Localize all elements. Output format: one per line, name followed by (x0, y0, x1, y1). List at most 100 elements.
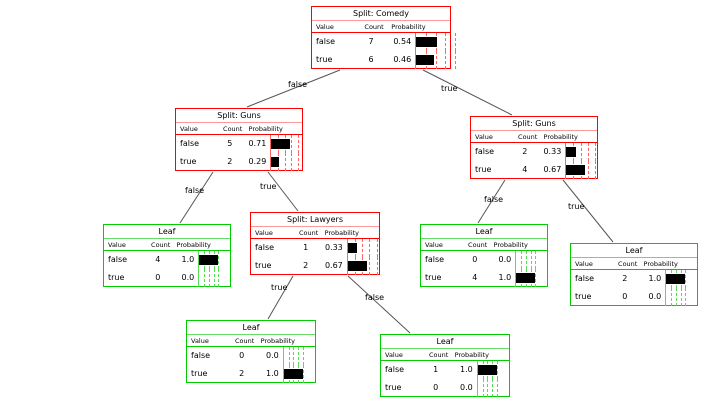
probability-bar-cell (415, 51, 456, 69)
probability-gridline (497, 361, 499, 379)
cell-value: true (475, 165, 492, 174)
probability-gridline (218, 251, 220, 269)
cell-probability-value: 0.0 (648, 292, 662, 301)
cell-value: true (575, 292, 592, 301)
probability-bar-fill (477, 365, 498, 375)
probability-gridline (298, 153, 300, 171)
probability-gridline (580, 143, 582, 161)
cell-probability-value: 1.0 (181, 255, 195, 264)
cell-count: 2 (622, 274, 628, 283)
cell-probability-value: 0.0 (460, 383, 473, 392)
cell-count: 1 (433, 365, 439, 374)
probability-bar-cell (198, 251, 230, 269)
probability-bar-cell (415, 33, 456, 51)
probability-gridline (303, 347, 305, 365)
probability-gridline (497, 379, 499, 397)
cell-count: 0 (472, 255, 478, 264)
cell-probability-value: 0.33 (324, 243, 343, 252)
probability-gridline (204, 269, 206, 287)
node-title: Leaf (104, 225, 230, 239)
probability-gridline (208, 269, 210, 287)
column-header-count: Count (151, 241, 171, 249)
cell-probability-value: 1.0 (266, 369, 279, 378)
probability-bar-cell (270, 135, 302, 153)
cell-probability-value: 0.54 (393, 37, 412, 46)
cell-count: 0 (433, 383, 439, 392)
probability-bar-cell (198, 269, 230, 287)
column-header-count: Count (223, 125, 243, 133)
probability-gridline (535, 251, 537, 269)
edge-label-e-root-left: false (288, 80, 308, 89)
column-header-count: Count (364, 23, 384, 31)
edge-label-e-gunsR-true: true (568, 202, 585, 211)
probability-bar-fill (566, 165, 586, 175)
column-header-count: Count (618, 260, 638, 268)
cell-value: false (385, 365, 405, 374)
edge-label-e-gunsR-false: false (484, 195, 504, 204)
probability-bar-fill (666, 274, 686, 284)
probability-gridline (218, 269, 220, 287)
column-header-probability: Probability (454, 351, 490, 359)
cell-value: true (180, 157, 197, 166)
column-header-probability: Probability (260, 337, 296, 345)
column-header-value: Value (255, 229, 273, 237)
probability-bar-fill (416, 55, 435, 65)
probability-bar-cell (476, 379, 509, 397)
probability-gridline (298, 135, 300, 153)
column-header-value: Value (575, 260, 593, 268)
probability-gridline (445, 33, 447, 51)
probability-gridline (671, 288, 673, 306)
probability-gridline (521, 251, 523, 269)
probability-bar-fill (199, 255, 219, 265)
cell-value: false (475, 147, 495, 156)
probability-bar-fill (347, 243, 358, 253)
probability-gridline (293, 347, 295, 365)
probability-gridline (530, 251, 532, 269)
cell-count: 4 (472, 273, 478, 282)
cell-value: true (425, 273, 442, 282)
probability-gridline (482, 379, 484, 397)
cell-probability-value: 1.0 (460, 365, 473, 374)
cell-probability-value: 0.33 (543, 147, 562, 156)
probability-bar-fill (271, 139, 291, 149)
probability-bar-fill (271, 157, 280, 167)
cell-value: false (316, 37, 336, 46)
probability-bar-cell (346, 257, 379, 275)
column-header-probability: Probability (248, 125, 283, 133)
cell-count: 0 (155, 273, 161, 282)
probability-gridline (369, 239, 371, 257)
column-header-probability: Probability (493, 241, 528, 249)
tree-edge-e-gunsL-true (267, 171, 299, 212)
probability-gridline (675, 288, 677, 306)
node-title: Leaf (187, 321, 315, 335)
cell-probability-value: 0.0 (498, 255, 512, 264)
probability-bar-cell (565, 143, 597, 161)
probability-bar-cell (270, 153, 302, 171)
cell-probability-value: 0.71 (248, 139, 267, 148)
cell-probability-value: 0.0 (181, 273, 195, 282)
node-title: Split: Comedy (312, 7, 450, 21)
probability-bar-fill (516, 273, 536, 283)
